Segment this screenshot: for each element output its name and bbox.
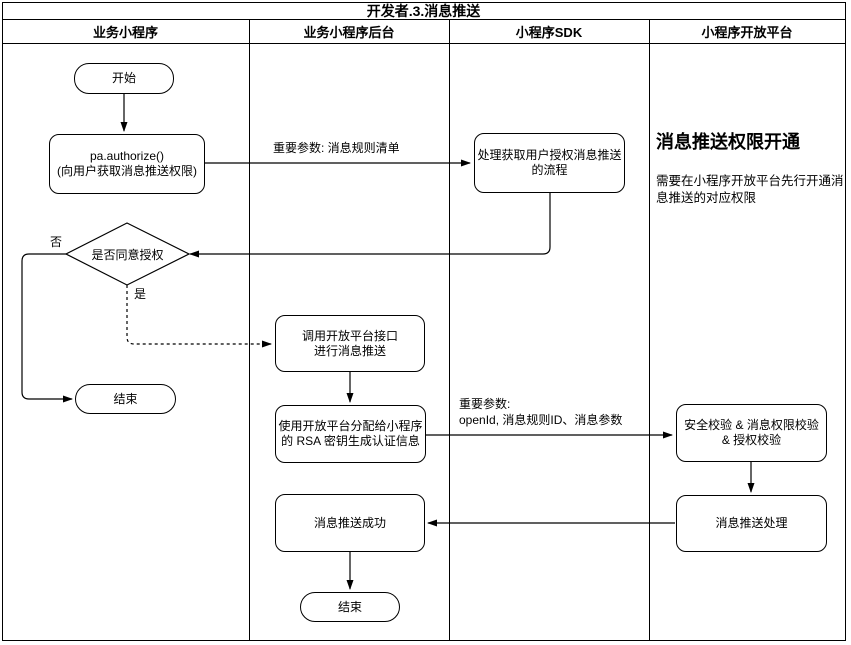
lane-header-miniprogram-sdk: 小程序SDK [515, 24, 583, 40]
sdk-handle-auth-node: 处理获取用户授权消息推送 的流程 [474, 133, 625, 193]
branch-label-no: 否 [50, 235, 63, 249]
security-check-node: 安全校验 & 消息权限校验 & 授权校验 [676, 404, 827, 462]
start-node: 开始 [74, 63, 174, 94]
call-open-api-node: 调用开放平台接口 进行消息推送 [275, 315, 425, 372]
decision-node-label: 是否同意授权 [91, 247, 164, 262]
push-process-node: 消息推送处理 [676, 495, 827, 552]
end-node-backend: 结束 [300, 592, 400, 622]
lane-header-business-miniprogram: 业务小程序 [92, 24, 158, 40]
rsa-sign-node: 使用开放平台分配给小程序 的 RSA 密钥生成认证信息 [275, 405, 426, 463]
lane-header-business-backend: 业务小程序后台 [303, 24, 395, 40]
branch-label-yes: 是 [134, 287, 147, 301]
annotation-heading: 消息推送权限开通 [656, 132, 800, 152]
edge-label-push-params: 重要参数: openId, 消息规则ID、消息参数 [459, 397, 623, 427]
edge-label-rule-list-params: 重要参数: 消息规则清单 [273, 141, 400, 155]
annotation-body: 需要在小程序开放平台先行开通消息推送的对应权限 [656, 174, 844, 205]
lane-header-open-platform: 小程序开放平台 [701, 24, 793, 40]
diagram-title: 开发者.3.消息推送 [366, 2, 481, 19]
push-success-node: 消息推送成功 [275, 494, 425, 552]
edge-decision-no-to-end [21, 253, 73, 403]
decision-diamond-shape [64, 222, 191, 286]
authorize-node: pa.authorize() (向用户获取消息推送权限) [49, 134, 205, 194]
edge-sdk-to-decision [189, 193, 551, 258]
end-node-main: 结束 [75, 384, 176, 414]
